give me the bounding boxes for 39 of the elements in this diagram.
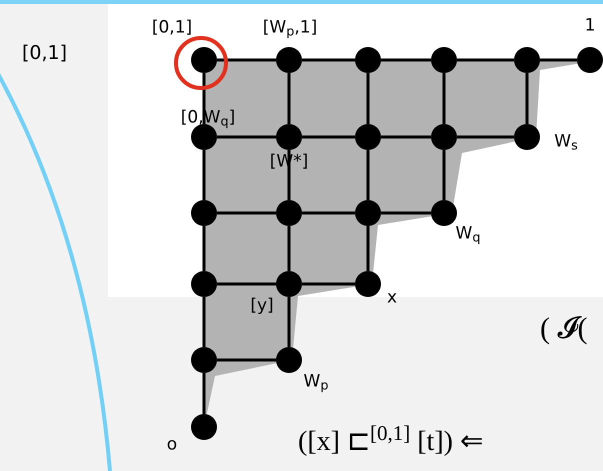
interval-label: [0,1]: [22, 44, 68, 63]
lattice-line: [202, 150, 206, 200]
lattice-line: [202, 297, 206, 347]
lattice-line: [217, 358, 276, 362]
lattice-line: [217, 58, 276, 62]
lattice-line: [381, 212, 431, 214]
lattice-line: [526, 73, 528, 124]
vertex-label: [y]: [250, 298, 274, 314]
lattice-line: [540, 58, 577, 62]
lattice-line: [381, 136, 431, 138]
vertex-label: o: [166, 436, 178, 454]
vertex-label: [0,1]: [152, 20, 192, 36]
formula-text: ( 𝓘(: [540, 314, 588, 344]
lattice-line: [457, 58, 514, 62]
vertex-label: [W$_{p}$,1]: [262, 20, 318, 36]
lattice-line: [217, 282, 276, 286]
vertex-label: x: [386, 290, 398, 306]
vertex-label: 1: [584, 18, 596, 34]
lattice-line: [302, 136, 355, 138]
vertex-label: W$_{q}$: [456, 226, 480, 242]
lattice-line: [302, 58, 355, 62]
lattice-line: [217, 212, 276, 214]
lattice-line: [442, 150, 446, 200]
lattice-line: [217, 136, 276, 138]
vertex-label: W$_{p}$: [304, 374, 328, 390]
lattice-line: [288, 226, 290, 271]
lattice-line: [366, 150, 370, 200]
lattice-line: [366, 226, 370, 271]
vertex-label: W$_{s}$: [554, 134, 578, 150]
lattice-line: [202, 373, 206, 414]
lattice-line: [288, 297, 290, 347]
lattice-line: [302, 282, 355, 286]
lattice-line: [288, 73, 290, 124]
lattice-line: [302, 212, 355, 214]
lattice-line: [457, 136, 514, 138]
lattice-line: [442, 73, 446, 124]
lattice-line: [202, 226, 206, 271]
lattice-line: [381, 58, 431, 62]
lattice-line: [366, 73, 370, 124]
